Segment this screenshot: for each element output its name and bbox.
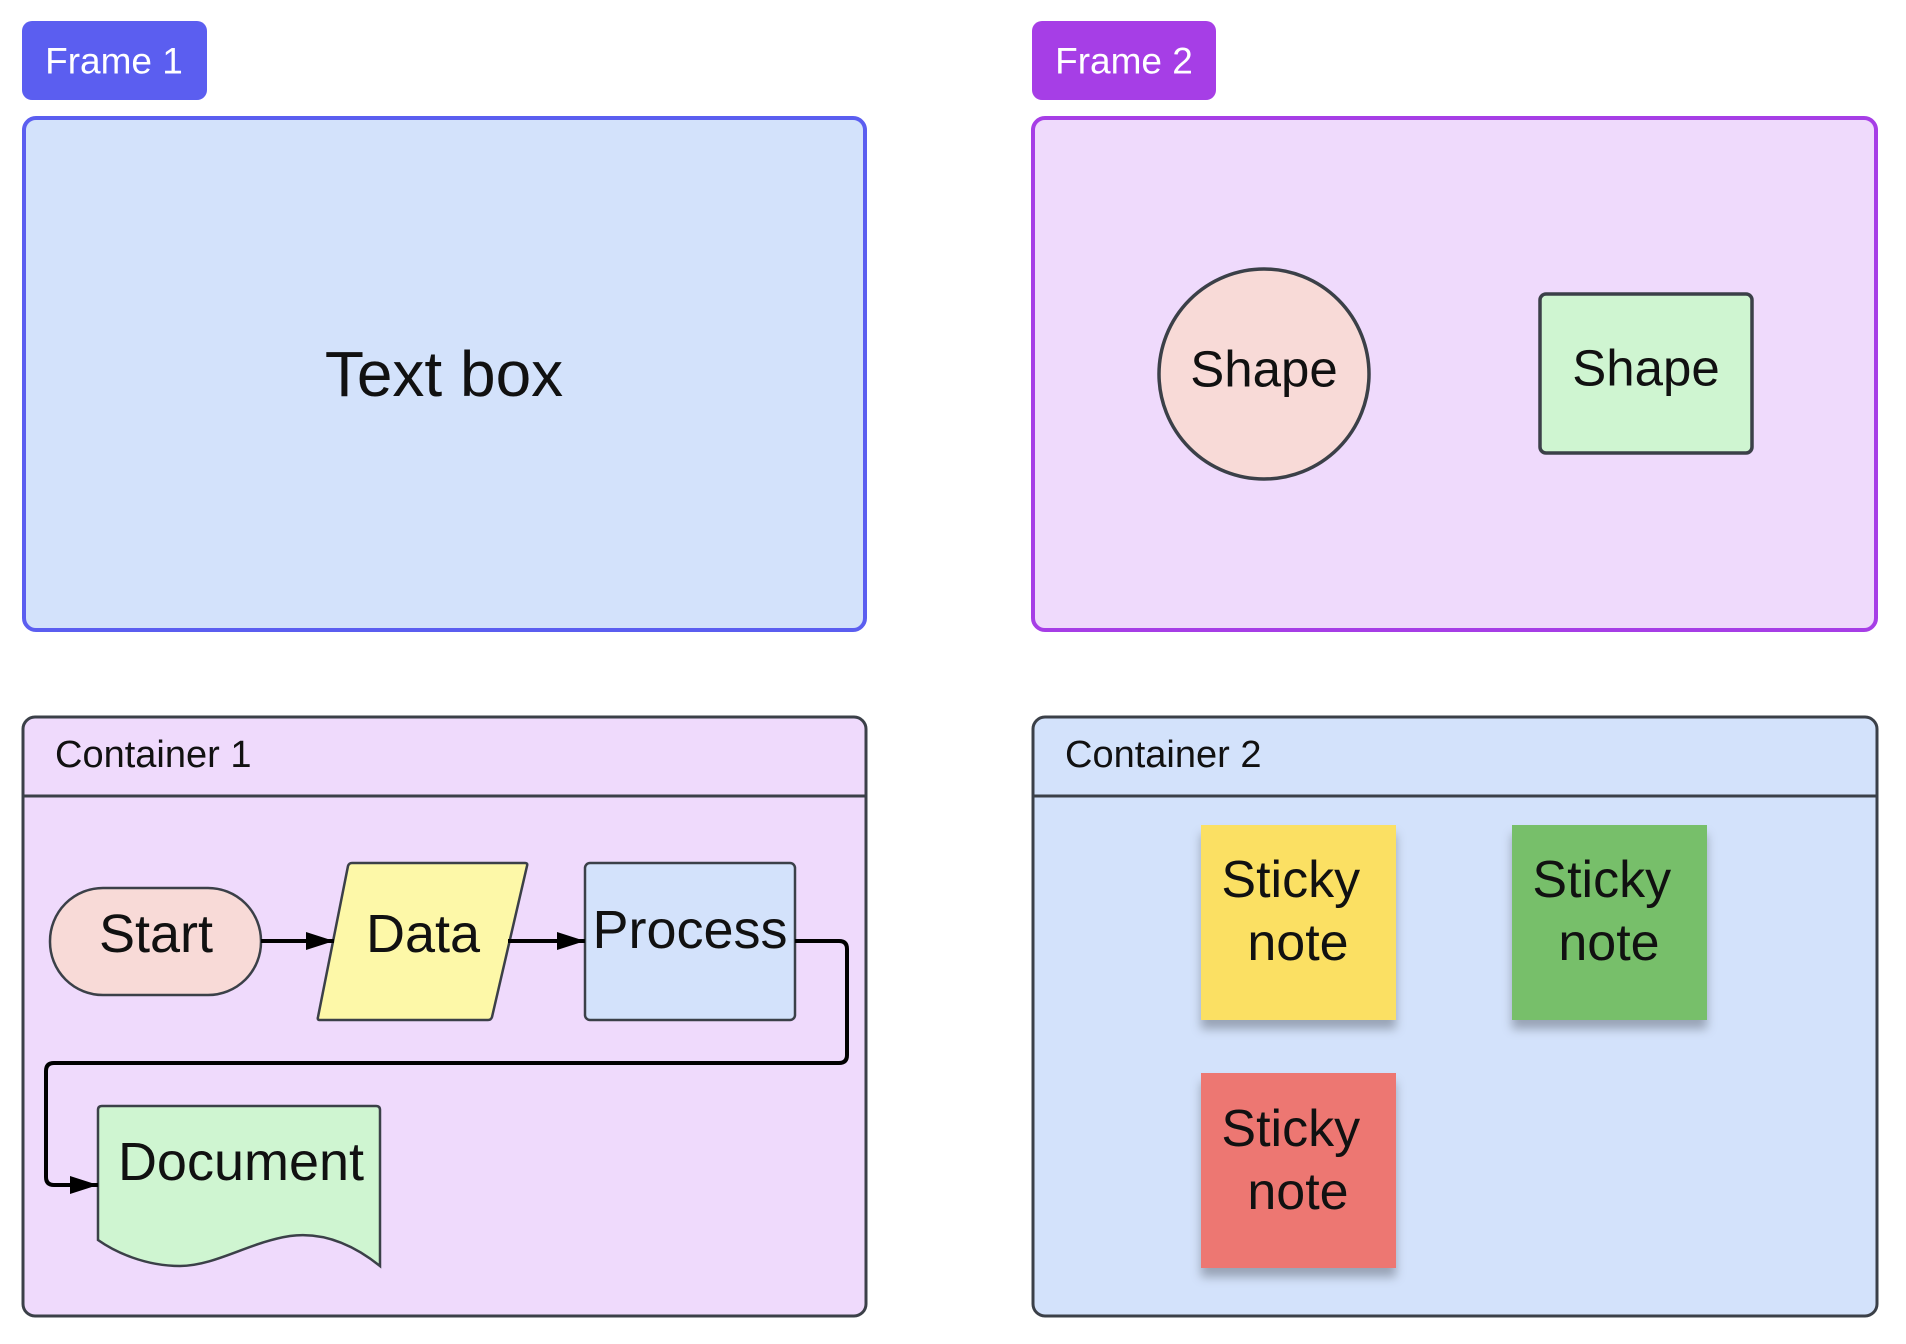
sticky-note-line: note	[1247, 914, 1348, 972]
sticky-note-yellow-body	[1201, 825, 1396, 1020]
sticky-note-green-text: Sticky note	[1532, 851, 1685, 972]
frame-2-label[interactable]: Frame 2	[1032, 21, 1216, 100]
rectangle-shape[interactable]: Shape	[1538, 292, 1754, 455]
frame-1-label[interactable]: Frame 1	[22, 21, 207, 100]
frame-1-label-text: Frame 1	[45, 41, 183, 82]
sticky-note-green-body	[1512, 825, 1707, 1020]
sticky-note-red[interactable]: Sticky note	[1201, 1073, 1396, 1268]
flowchart-node-document[interactable]: Document	[96, 1104, 382, 1269]
sticky-note-line: Sticky	[1221, 851, 1360, 909]
document-shape	[96, 1104, 382, 1269]
connector-process-to-document[interactable]	[44, 939, 849, 1194]
sticky-note-line: note	[1247, 1163, 1348, 1221]
rectangle-shape-body	[1538, 292, 1754, 455]
process-node-label: Process	[592, 900, 787, 960]
sticky-note-green[interactable]: Sticky note	[1512, 825, 1707, 1020]
container-1-title[interactable]: Container 1	[55, 734, 251, 776]
circle-shape-body	[1157, 267, 1371, 481]
document-node-label: Document	[118, 1132, 364, 1192]
sticky-note-yellow-text: Sticky note	[1221, 851, 1374, 972]
sticky-note-line: note	[1558, 914, 1659, 972]
data-parallelogram-shape	[316, 861, 529, 1022]
flowchart-node-data[interactable]: Data	[316, 861, 529, 1022]
frame-2-area[interactable]	[1031, 116, 1878, 632]
sticky-note-line: Sticky	[1532, 851, 1671, 909]
data-node-label: Data	[366, 904, 481, 964]
frame-1[interactable]: Frame 1 Text box	[22, 21, 867, 632]
rectangle-shape-label: Shape	[1572, 340, 1719, 397]
sticky-note-yellow[interactable]: Sticky note	[1201, 825, 1396, 1020]
sticky-note-red-text: Sticky note	[1221, 1100, 1374, 1221]
frame-1-label-background	[22, 21, 207, 100]
start-node-label: Start	[99, 904, 213, 964]
frame-1-area[interactable]	[22, 116, 867, 632]
container-2[interactable]: Container 2 Sticky note Sticky note Stic…	[1031, 715, 1879, 1318]
circle-shape-label: Shape	[1190, 341, 1337, 398]
container-2-body[interactable]	[1031, 715, 1879, 1318]
frame-2[interactable]: Frame 2 Shape Shape	[1031, 21, 1878, 632]
flowchart-node-process[interactable]: Process	[583, 861, 797, 1022]
circle-shape[interactable]: Shape	[1157, 267, 1371, 481]
text-box[interactable]: Text box	[325, 338, 563, 410]
container-1[interactable]: Container 1 Start Data Process Document	[21, 715, 868, 1318]
frame-2-label-background	[1032, 21, 1216, 100]
sticky-note-red-body	[1201, 1073, 1396, 1268]
frame-2-label-text: Frame 2	[1055, 41, 1193, 82]
container-2-title[interactable]: Container 2	[1065, 734, 1261, 776]
sticky-note-line: Sticky	[1221, 1100, 1360, 1158]
flowchart-node-start[interactable]: Start	[48, 886, 263, 997]
